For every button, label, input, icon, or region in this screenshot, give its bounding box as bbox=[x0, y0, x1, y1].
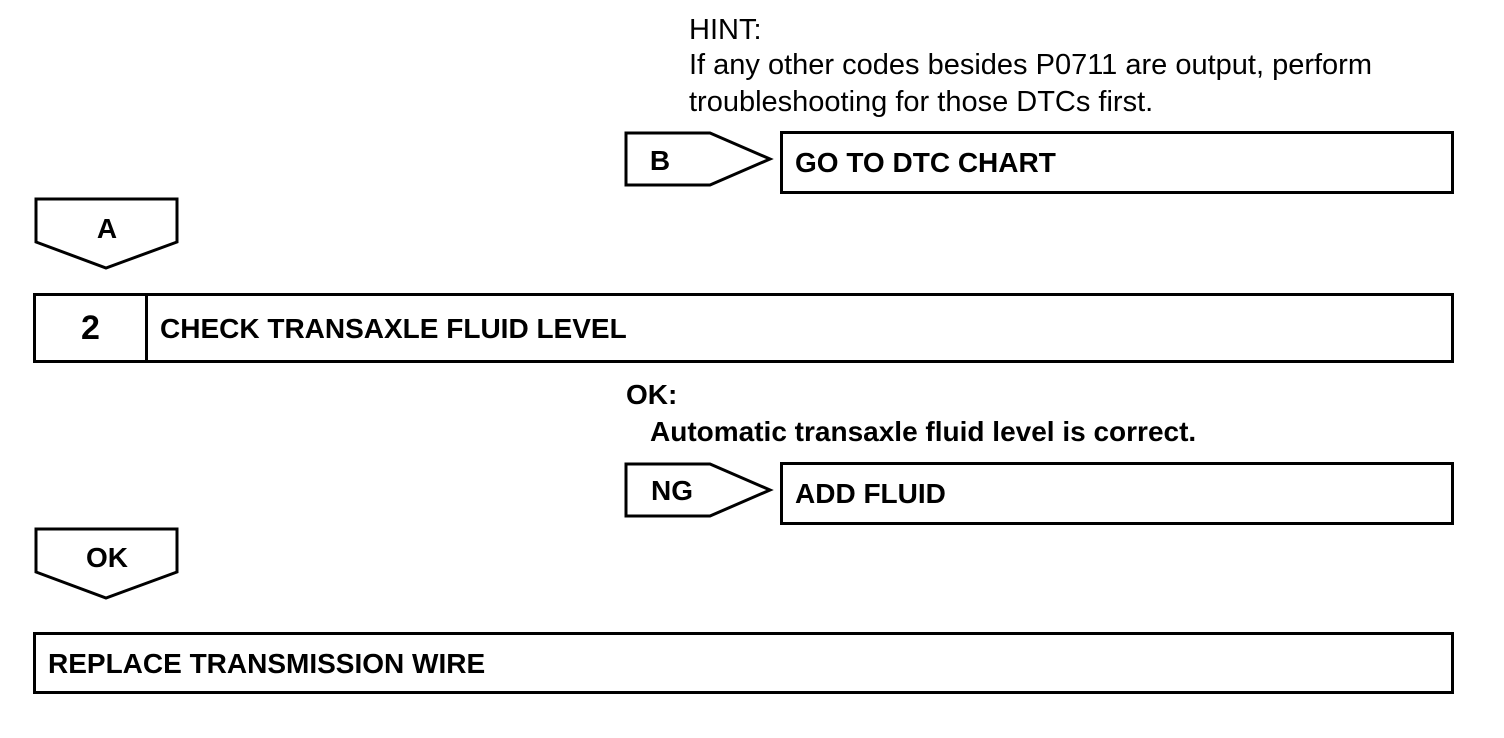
add-fluid-label: ADD FLUID bbox=[795, 478, 946, 509]
ok-criteria-text: Automatic transaxle fluid level is corre… bbox=[650, 416, 1197, 447]
ok-criteria-title: OK: bbox=[626, 379, 678, 410]
flow-ok-label: OK bbox=[86, 542, 128, 573]
flow-a-label: A bbox=[96, 213, 118, 244]
replace-transmission-wire-label: REPLACE TRANSMISSION WIRE bbox=[48, 648, 486, 679]
go-to-dtc-chart-box: GO TO DTC CHART bbox=[780, 131, 1454, 194]
branch-ng-label: NG bbox=[651, 475, 693, 506]
replace-transmission-wire-box: REPLACE TRANSMISSION WIRE bbox=[33, 632, 1454, 694]
branch-b-label: B bbox=[649, 145, 671, 176]
branch-ng-arrow bbox=[624, 462, 774, 518]
step-2-divider bbox=[145, 296, 148, 360]
branch-b-arrow bbox=[624, 131, 774, 187]
add-fluid-box: ADD FLUID bbox=[780, 462, 1454, 525]
hint-title: HINT: bbox=[689, 14, 762, 46]
step-2-title: CHECK TRANSAXLE FLUID LEVEL bbox=[160, 313, 627, 344]
hint-line-2: troubleshooting for those DTCs first. bbox=[689, 86, 1154, 118]
flow-ok-pentagon bbox=[34, 527, 179, 600]
step-2-number: 2 bbox=[81, 309, 100, 347]
flow-a-pentagon bbox=[34, 197, 179, 270]
hint-line-1: If any other codes besides P0711 are out… bbox=[689, 49, 1372, 81]
go-to-dtc-chart-label: GO TO DTC CHART bbox=[795, 147, 1056, 178]
step-2-box: 2 CHECK TRANSAXLE FLUID LEVEL bbox=[33, 293, 1454, 363]
